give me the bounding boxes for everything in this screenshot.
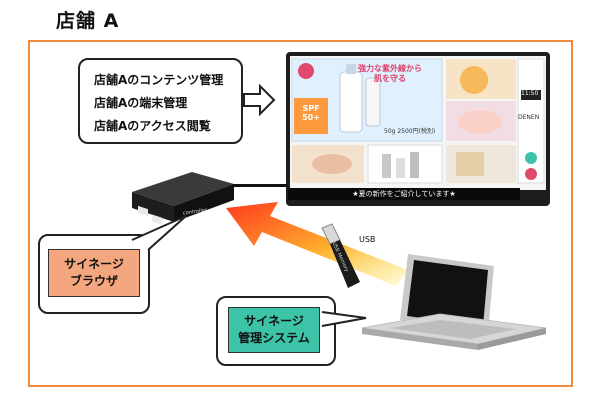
capability-access-viewing: 店舗Aのアクセス閲覧 <box>94 115 241 138</box>
signage-browser-tag: サイネージ ブラウザ <box>48 249 140 297</box>
store-capabilities-box: 店舗Aのコンテンツ管理 店舗Aの端末管理 店舗Aのアクセス閲覧 <box>78 58 243 144</box>
info-to-display-arrow <box>240 80 280 120</box>
management-system-line1: サイネージ <box>229 313 319 330</box>
signage-browser-bubble-tail <box>130 214 190 254</box>
hdmi-cable <box>232 184 288 187</box>
display-spf-value: 50+ <box>302 113 320 122</box>
laptop <box>356 250 556 380</box>
display-headline-line2: 肌を守る <box>374 74 406 83</box>
signage-browser-line1: サイネージ <box>49 256 139 273</box>
capability-content-management: 店舗Aのコンテンツ管理 <box>94 69 241 92</box>
usb-label: USB <box>359 235 375 244</box>
display-headline: 強力な紫外線から 肌を守る <box>340 64 440 84</box>
display-clock: 11:50 <box>521 90 538 97</box>
display-headline-line1: 強力な紫外線から <box>358 64 422 73</box>
management-system-line2: 管理システム <box>229 330 319 347</box>
display-spf-badge: SPF 50+ <box>296 104 326 122</box>
capability-device-management: 店舗Aの端末管理 <box>94 92 241 115</box>
page-title: 店舗 A <box>56 6 119 33</box>
display-brand: DENEN <box>518 114 539 121</box>
management-system-bubble-tail <box>320 304 370 334</box>
display-spf-label: SPF <box>302 104 319 113</box>
display-price: 50g 2500円(税別) <box>384 126 435 135</box>
signage-browser-line2: ブラウザ <box>49 273 139 290</box>
management-system-tag: サイネージ 管理システム <box>228 307 320 353</box>
